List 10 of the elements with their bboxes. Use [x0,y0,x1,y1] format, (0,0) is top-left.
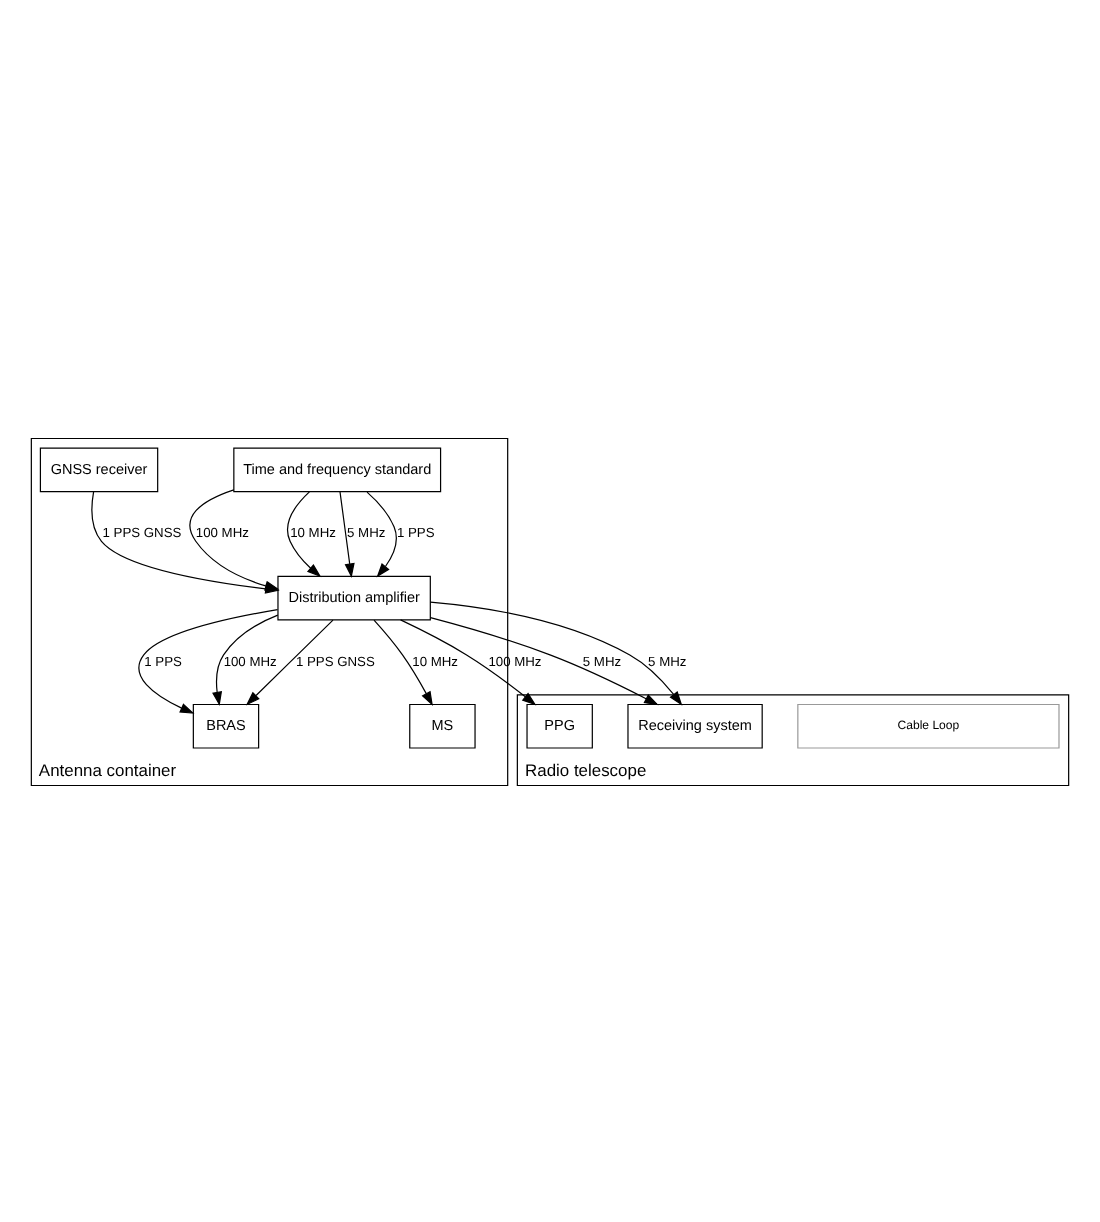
arrow [138,608,279,713]
arrow [366,490,397,577]
arrow [429,600,683,705]
arrow [373,618,433,706]
arrow [429,616,659,705]
arrow [212,613,279,706]
arrow [287,490,322,577]
arrow [400,618,537,705]
arrow [339,490,355,577]
arrow [245,618,334,705]
